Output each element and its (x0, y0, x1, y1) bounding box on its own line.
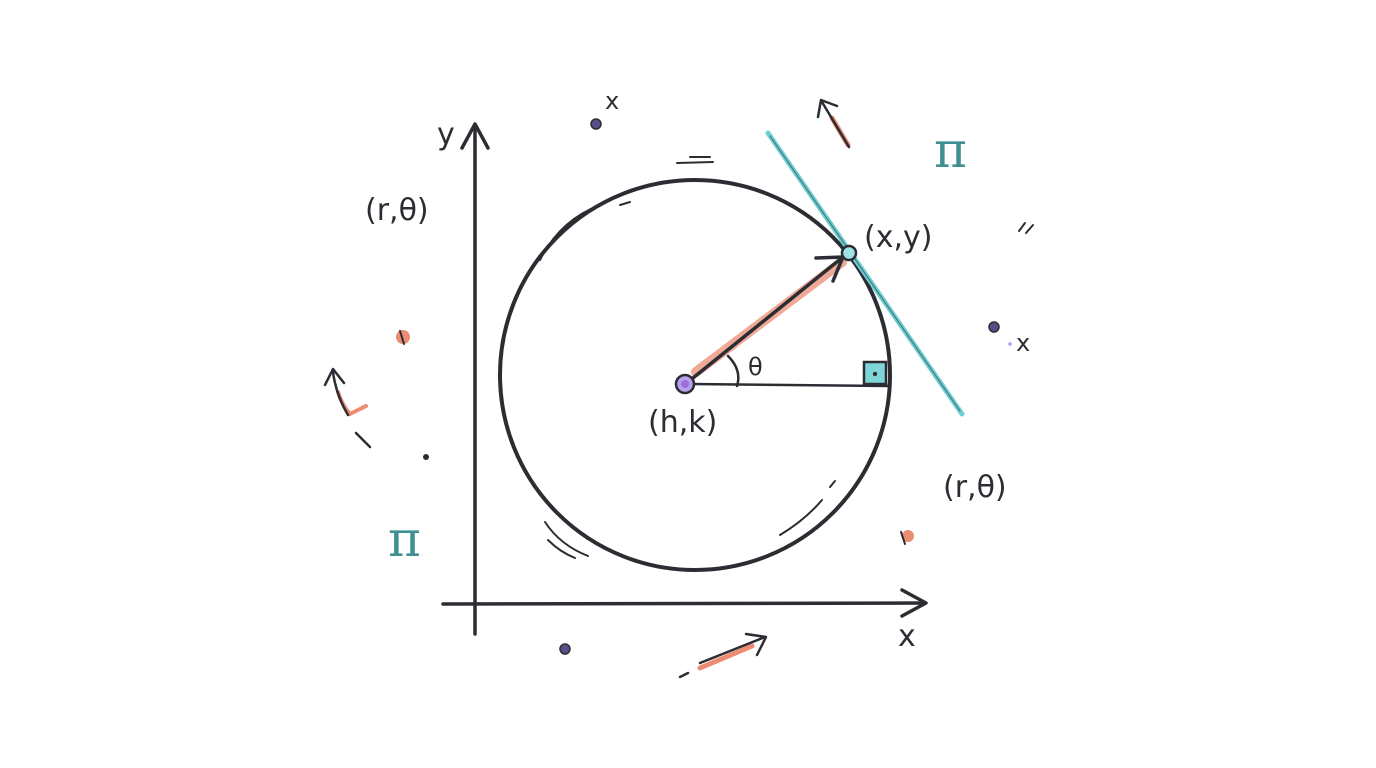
pi-symbol-left: π (388, 510, 421, 568)
circle-sketch-stroke (779, 499, 823, 536)
decor-orange-dash (350, 404, 368, 415)
y-axis-arrowhead (460, 122, 490, 150)
y-axis-label: y (437, 117, 455, 152)
x-mark-top: x (605, 87, 619, 115)
tangent-point (840, 244, 858, 262)
decor-arrow-shaft (820, 100, 851, 149)
circle-sketch-stroke (829, 480, 836, 488)
angle-label: θ (748, 353, 763, 381)
radius-vector (686, 255, 847, 384)
center-label: (h,k) (648, 405, 717, 440)
decor-arrow-head (744, 632, 768, 657)
axes: y x (437, 117, 928, 654)
circle-sketch-stroke (544, 521, 589, 557)
decor-arrow-tail (678, 671, 690, 679)
decor-dot (590, 118, 602, 130)
decor-arrows (323, 98, 851, 679)
decor-orange-blob-stroke (900, 531, 906, 545)
decor-arrow-head (323, 367, 346, 387)
x-axis-line (441, 601, 927, 606)
angle-arc (726, 354, 740, 388)
right-angle-marker (862, 360, 888, 386)
point-label: (x,y) (864, 220, 932, 255)
pi-symbol-top-right: π (934, 121, 967, 179)
circle-sketch-stroke (547, 539, 576, 559)
circle-sketch-stroke (539, 204, 601, 261)
decor-orange-blob-stroke (399, 330, 405, 345)
decor-tick (1018, 222, 1026, 232)
decor-arrow-shaft (331, 370, 350, 417)
center-dot-inner (681, 380, 689, 388)
tangent-line-core (769, 135, 961, 412)
x-axis-label: x (898, 619, 916, 654)
right-angle-dot (872, 371, 878, 377)
horizontal-radius-line (688, 382, 890, 388)
x-mark-right: x (1016, 329, 1030, 357)
polar-label-bottom-right: (r,θ) (943, 470, 1007, 505)
decor-dot-small (423, 454, 429, 460)
decor-orange-blob (902, 530, 914, 542)
decor-dot-tiny (1008, 342, 1012, 346)
circle-outline (498, 178, 892, 572)
x-axis-arrowhead (900, 588, 928, 618)
polar-label-top-left: (r,θ) (365, 193, 429, 228)
decor-tick (1025, 224, 1034, 234)
decorations: x x (350, 87, 1034, 655)
decor-arrow-head (816, 98, 839, 119)
decor-arrow-shaft (698, 635, 767, 665)
decor-arrow-highlight (697, 643, 755, 671)
center-point (674, 373, 696, 395)
decor-orange-blob (396, 330, 410, 344)
decor-dot (988, 321, 1000, 333)
circle (498, 156, 892, 572)
circle-sketch-stroke (619, 201, 631, 206)
radius-arrow-line (686, 255, 845, 384)
circle-sketch-stroke (676, 161, 714, 164)
decor-dot (559, 643, 571, 655)
decor-arrow-tail (354, 431, 372, 449)
